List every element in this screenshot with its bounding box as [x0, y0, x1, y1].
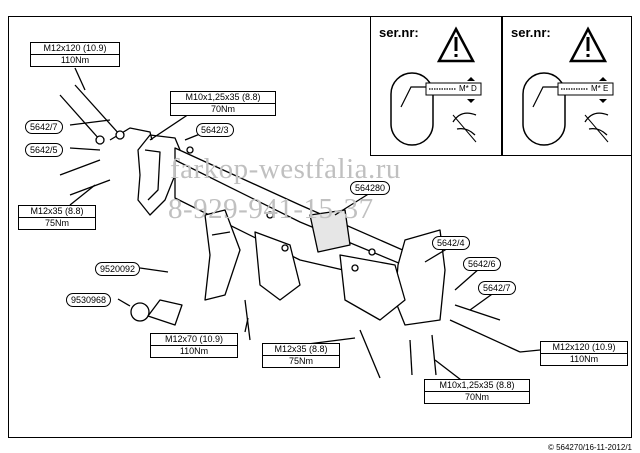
- spec-bolt-top-left-torque: 110Nm: [60, 55, 90, 65]
- warning-icon: [522, 26, 614, 146]
- part-number-564280: 564280: [350, 181, 391, 195]
- spec-bolt-ball-size: M12x70 (10.9): [151, 334, 237, 346]
- spec-bolt-bottom-right-torque: 70Nm: [464, 392, 489, 402]
- spec-bolt-top-center-torque: 70Nm: [210, 104, 235, 114]
- watermark-phone: 8-929-941-15-37: [168, 193, 374, 225]
- spec-bolt-top-center: M10x1,25x35 (8.8) 70Nm: [170, 91, 276, 116]
- part-number-5642-7-left: 5642/7: [25, 120, 63, 134]
- serial-plate-left: M* D: [459, 84, 477, 94]
- part-number-5642-4: 5642/4: [432, 236, 470, 250]
- spec-bolt-left-mid: M12x35 (8.8) 75Nm: [18, 205, 96, 230]
- spec-bolt-left-mid-torque: 75Nm: [44, 218, 69, 228]
- drawing-frame: [8, 16, 632, 438]
- serial-plate-right: M* E: [591, 84, 609, 94]
- spec-bolt-right-size: M12x120 (10.9): [541, 342, 627, 354]
- spec-bolt-left-mid-size: M12x35 (8.8): [19, 206, 95, 218]
- spec-bolt-top-center-size: M10x1,25x35 (8.8): [171, 92, 275, 104]
- part-number-9520092: 9520092: [95, 262, 141, 276]
- spec-bolt-top-left: M12x120 (10.9) 110Nm: [30, 42, 120, 67]
- serial-panel-right: ser.nr: M* E: [502, 16, 632, 156]
- spec-bolt-bottom-center-size: M12x35 (8.8): [263, 344, 339, 356]
- watermark-site: farkop-westfalia.ru: [170, 153, 401, 185]
- warning-icon: [390, 26, 482, 146]
- spec-bolt-right: M12x120 (10.9) 110Nm: [540, 341, 628, 366]
- serial-label-left: ser.nr:: [379, 25, 419, 40]
- part-number-9530968: 9530968: [66, 293, 112, 307]
- serial-label-right: ser.nr:: [511, 25, 551, 40]
- part-number-5642-3: 5642/3: [196, 123, 234, 137]
- spec-bolt-bottom-right: M10x1,25x35 (8.8) 70Nm: [424, 379, 530, 404]
- copyright-text: © 564270/16-11-2012/1: [547, 443, 632, 452]
- part-number-5642-5: 5642/5: [25, 143, 63, 157]
- part-number-5642-6: 5642/6: [463, 257, 501, 271]
- spec-bolt-bottom-right-size: M10x1,25x35 (8.8): [425, 380, 529, 392]
- spec-bolt-bottom-center-torque: 75Nm: [288, 356, 313, 366]
- spec-bolt-ball: M12x70 (10.9) 110Nm: [150, 333, 238, 358]
- serial-panel-left: ser.nr: M* D: [370, 16, 502, 156]
- spec-bolt-right-torque: 110Nm: [569, 354, 599, 364]
- spec-bolt-ball-torque: 110Nm: [179, 346, 209, 356]
- spec-bolt-bottom-center: M12x35 (8.8) 75Nm: [262, 343, 340, 368]
- part-number-5642-7-right: 5642/7: [478, 281, 516, 295]
- spec-bolt-top-left-size: M12x120 (10.9): [31, 43, 119, 55]
